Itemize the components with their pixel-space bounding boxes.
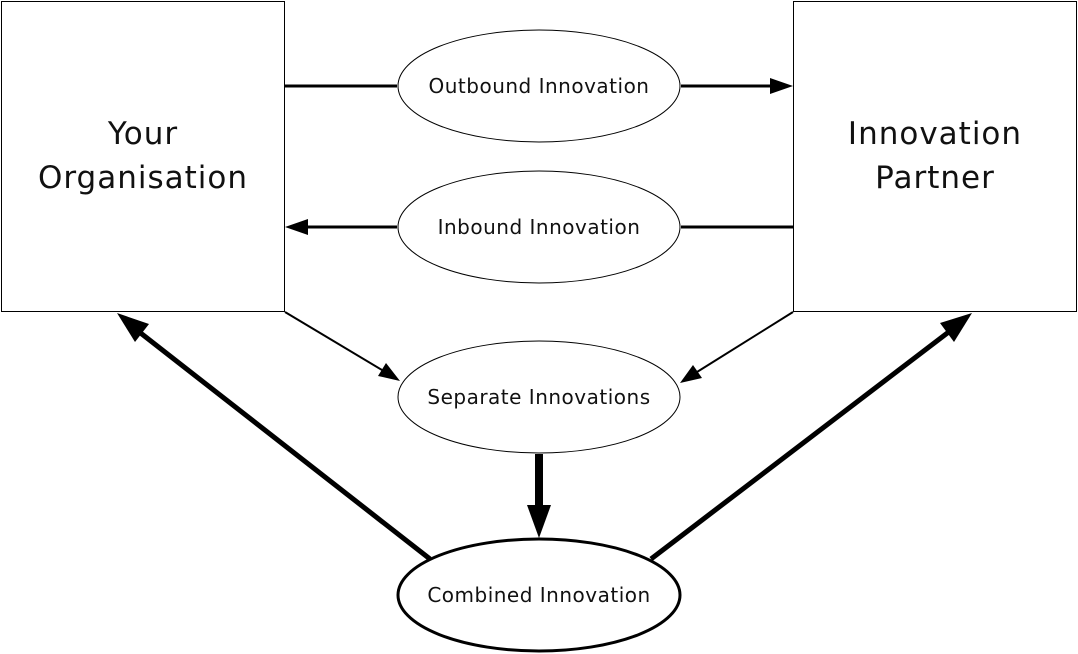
separate-to-combined-arrowhead bbox=[527, 505, 551, 538]
combined-innovation-ellipse bbox=[396, 537, 682, 653]
combined-to-partner-arrowhead bbox=[940, 313, 972, 342]
org-to-separate-arrowhead bbox=[378, 363, 400, 381]
your-organisation-label-line2: Organisation bbox=[38, 160, 248, 196]
org-to-separate-line bbox=[284, 311, 383, 371]
separate-innovations-ellipse bbox=[397, 340, 681, 454]
your-organisation-box bbox=[1, 1, 285, 312]
your-organisation-label-line1: Your bbox=[107, 116, 178, 152]
separate-innovations-label: Separate Innovations bbox=[427, 385, 650, 409]
outbound-innovation-ellipse bbox=[397, 29, 681, 143]
outbound-innovation-label: Outbound Innovation bbox=[429, 74, 650, 98]
combined-to-org-line bbox=[136, 329, 432, 561]
combined-to-partner-line bbox=[649, 329, 952, 561]
combined-to-org-arrowhead bbox=[117, 313, 149, 342]
combined-innovation-label: Combined Innovation bbox=[427, 583, 650, 607]
partner-to-separate-line bbox=[696, 311, 794, 373]
inbound-innovation-label: Inbound Innovation bbox=[438, 215, 641, 239]
outbound-arrowhead bbox=[770, 78, 793, 94]
innovation-partner-box bbox=[793, 1, 1077, 312]
innovation-partner-label-line1: Innovation bbox=[848, 116, 1022, 152]
inbound-arrowhead bbox=[285, 219, 308, 235]
partner-to-separate-arrowhead bbox=[680, 365, 702, 383]
innovation-partner-label-line2: Partner bbox=[875, 160, 995, 196]
inbound-innovation-ellipse bbox=[397, 170, 681, 284]
